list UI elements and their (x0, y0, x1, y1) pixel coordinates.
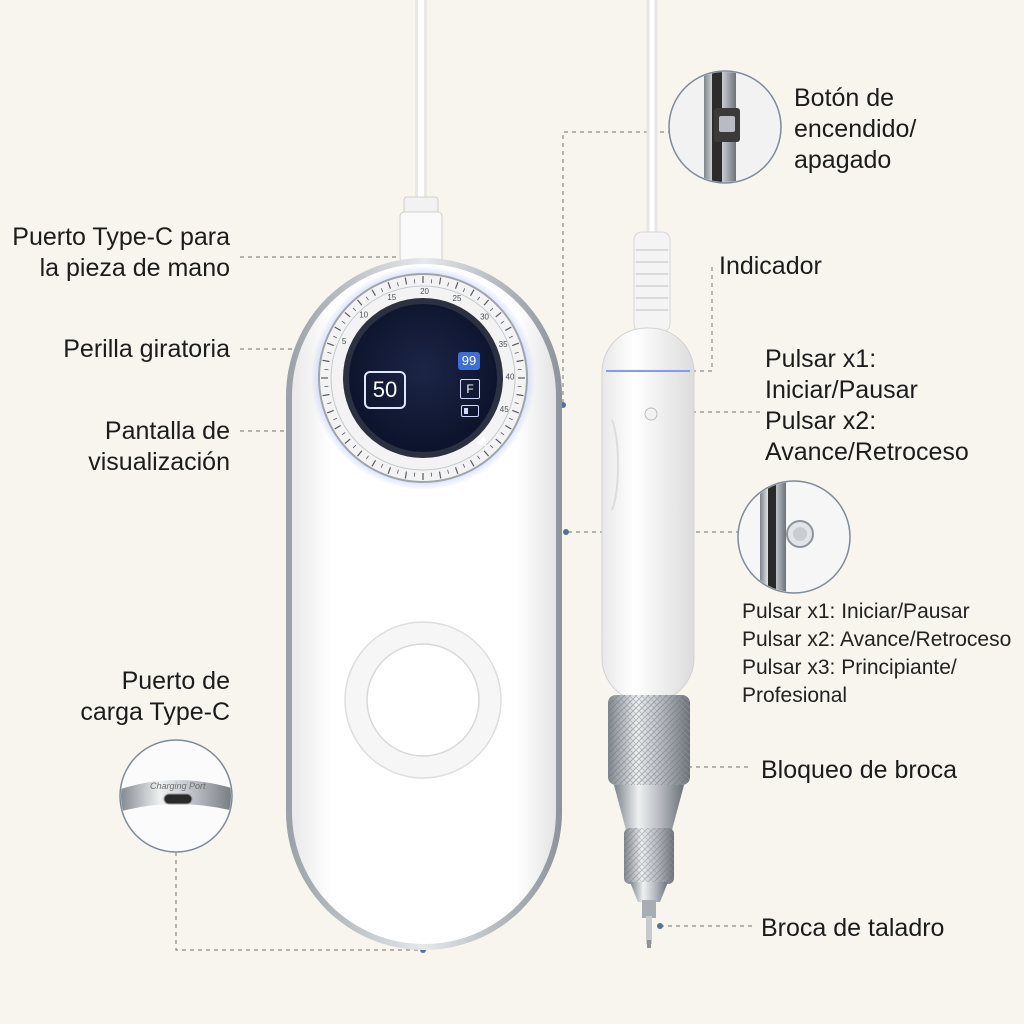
dial-tick (371, 459, 377, 467)
dial-tick (322, 393, 330, 397)
dial-number: 35 (499, 340, 508, 349)
dial-tick (365, 455, 369, 460)
dial-tick (483, 450, 490, 457)
dial-tick (404, 471, 408, 479)
dial-number: 40 (506, 372, 515, 381)
label-type-c-handpiece-port: Puerto Type-C para la pieza de mano (12, 223, 230, 282)
dial-tick (396, 282, 399, 287)
level-value: 99 (461, 353, 477, 368)
dial-tick (454, 281, 459, 289)
dial-number: 30 (480, 312, 489, 321)
dial-tick (326, 342, 334, 347)
dial-tick (334, 424, 342, 430)
dial-tick (352, 307, 357, 312)
handpiece (601, 0, 695, 948)
dial-tick (514, 351, 519, 354)
dial-tick (512, 342, 520, 347)
dial-tick (322, 359, 330, 363)
dial-tick (333, 335, 338, 339)
speed-value: 50 (372, 377, 398, 402)
dial-tick (504, 326, 512, 332)
dial-tick (344, 438, 351, 445)
battery-icon (461, 405, 479, 417)
dial-tick (495, 311, 502, 318)
label-indicator: Indicador (719, 252, 822, 280)
label-bit-lock: Bloqueo de broca (761, 756, 957, 784)
base-unit: 5 10 15 20 25 30 35 40 45 (286, 258, 562, 950)
dial-tick (469, 289, 475, 297)
dial-tick (447, 469, 450, 474)
dial-tick-marks (321, 276, 525, 480)
dial-tick (327, 402, 332, 405)
dial-tick (477, 455, 481, 460)
label-drill-bit: Broca de taladro (761, 914, 945, 942)
direction-readout: F (460, 379, 480, 399)
dial-tick (489, 307, 494, 312)
dial-tick (344, 311, 351, 318)
dial-tick (380, 463, 384, 468)
dial-tick (356, 450, 363, 457)
dial-tick (396, 469, 399, 474)
dial-number: 20 (420, 287, 429, 296)
dial-tick (326, 409, 334, 414)
dial-tick (462, 288, 466, 293)
dial-tick (438, 471, 442, 479)
dial-tick (387, 467, 392, 475)
dial-tick (356, 299, 363, 306)
dial-tick (508, 417, 513, 421)
dial-tick (404, 277, 408, 285)
label-display-screen: Pantalla de visualización (88, 417, 230, 476)
dial-tick (333, 417, 338, 421)
dial-tick (334, 326, 342, 332)
dial-tick (447, 282, 450, 287)
dial-number: 25 (453, 294, 462, 303)
dial-tick (483, 299, 490, 306)
dial-number: 15 (387, 293, 396, 302)
dial-tick (489, 444, 494, 449)
dial-tick (371, 289, 377, 297)
dial-tick (516, 393, 524, 397)
dial-tick (469, 459, 475, 467)
dial-number: 5 (342, 337, 347, 346)
dial-tick (438, 277, 442, 285)
dial-tick (327, 351, 332, 354)
label-handpiece-button: Pulsar x1: Iniciar/Pausar Pulsar x2: Ava… (742, 600, 1012, 707)
charging-port-zoom (119, 739, 233, 853)
dial-numbers: 5 10 15 20 25 30 35 40 45 (342, 287, 515, 414)
dial-tick (508, 335, 513, 339)
dial-tick (462, 463, 466, 468)
level-readout: 99 (458, 352, 480, 370)
dial-tick (365, 296, 369, 301)
dial-tick (512, 409, 520, 414)
label-indicator-press: Pulsar x1: Iniciar/Pausar Pulsar x2: Ava… (765, 345, 969, 466)
dial-tick (352, 444, 357, 449)
port-engraving: Charging Port (150, 781, 206, 791)
dial-tick (341, 432, 346, 436)
dial-tick (477, 296, 481, 301)
dial-tick (500, 432, 505, 436)
handpiece-button-zoom (737, 480, 851, 594)
direction-value: F (466, 382, 474, 396)
speed-readout: 50 (364, 371, 406, 409)
dial-tick (341, 320, 346, 324)
dial-tick (514, 402, 519, 405)
power-button-zoom (668, 70, 782, 184)
dial-tick (380, 288, 384, 293)
dial-tick (495, 438, 502, 445)
dial-tick (500, 320, 505, 324)
label-power-button: Botón de encendido/ apagado (794, 84, 917, 174)
label-charging-port: Puerto de carga Type-C (80, 667, 230, 726)
dial-number: 10 (359, 310, 368, 319)
dial-tick (387, 281, 392, 289)
dial-tick (504, 424, 512, 430)
label-rotary-knob: Perilla giratoria (63, 335, 230, 363)
dial-tick (516, 359, 524, 363)
dial-number: 45 (500, 405, 509, 414)
dial-tick (454, 467, 459, 475)
base-cable (399, 0, 443, 263)
